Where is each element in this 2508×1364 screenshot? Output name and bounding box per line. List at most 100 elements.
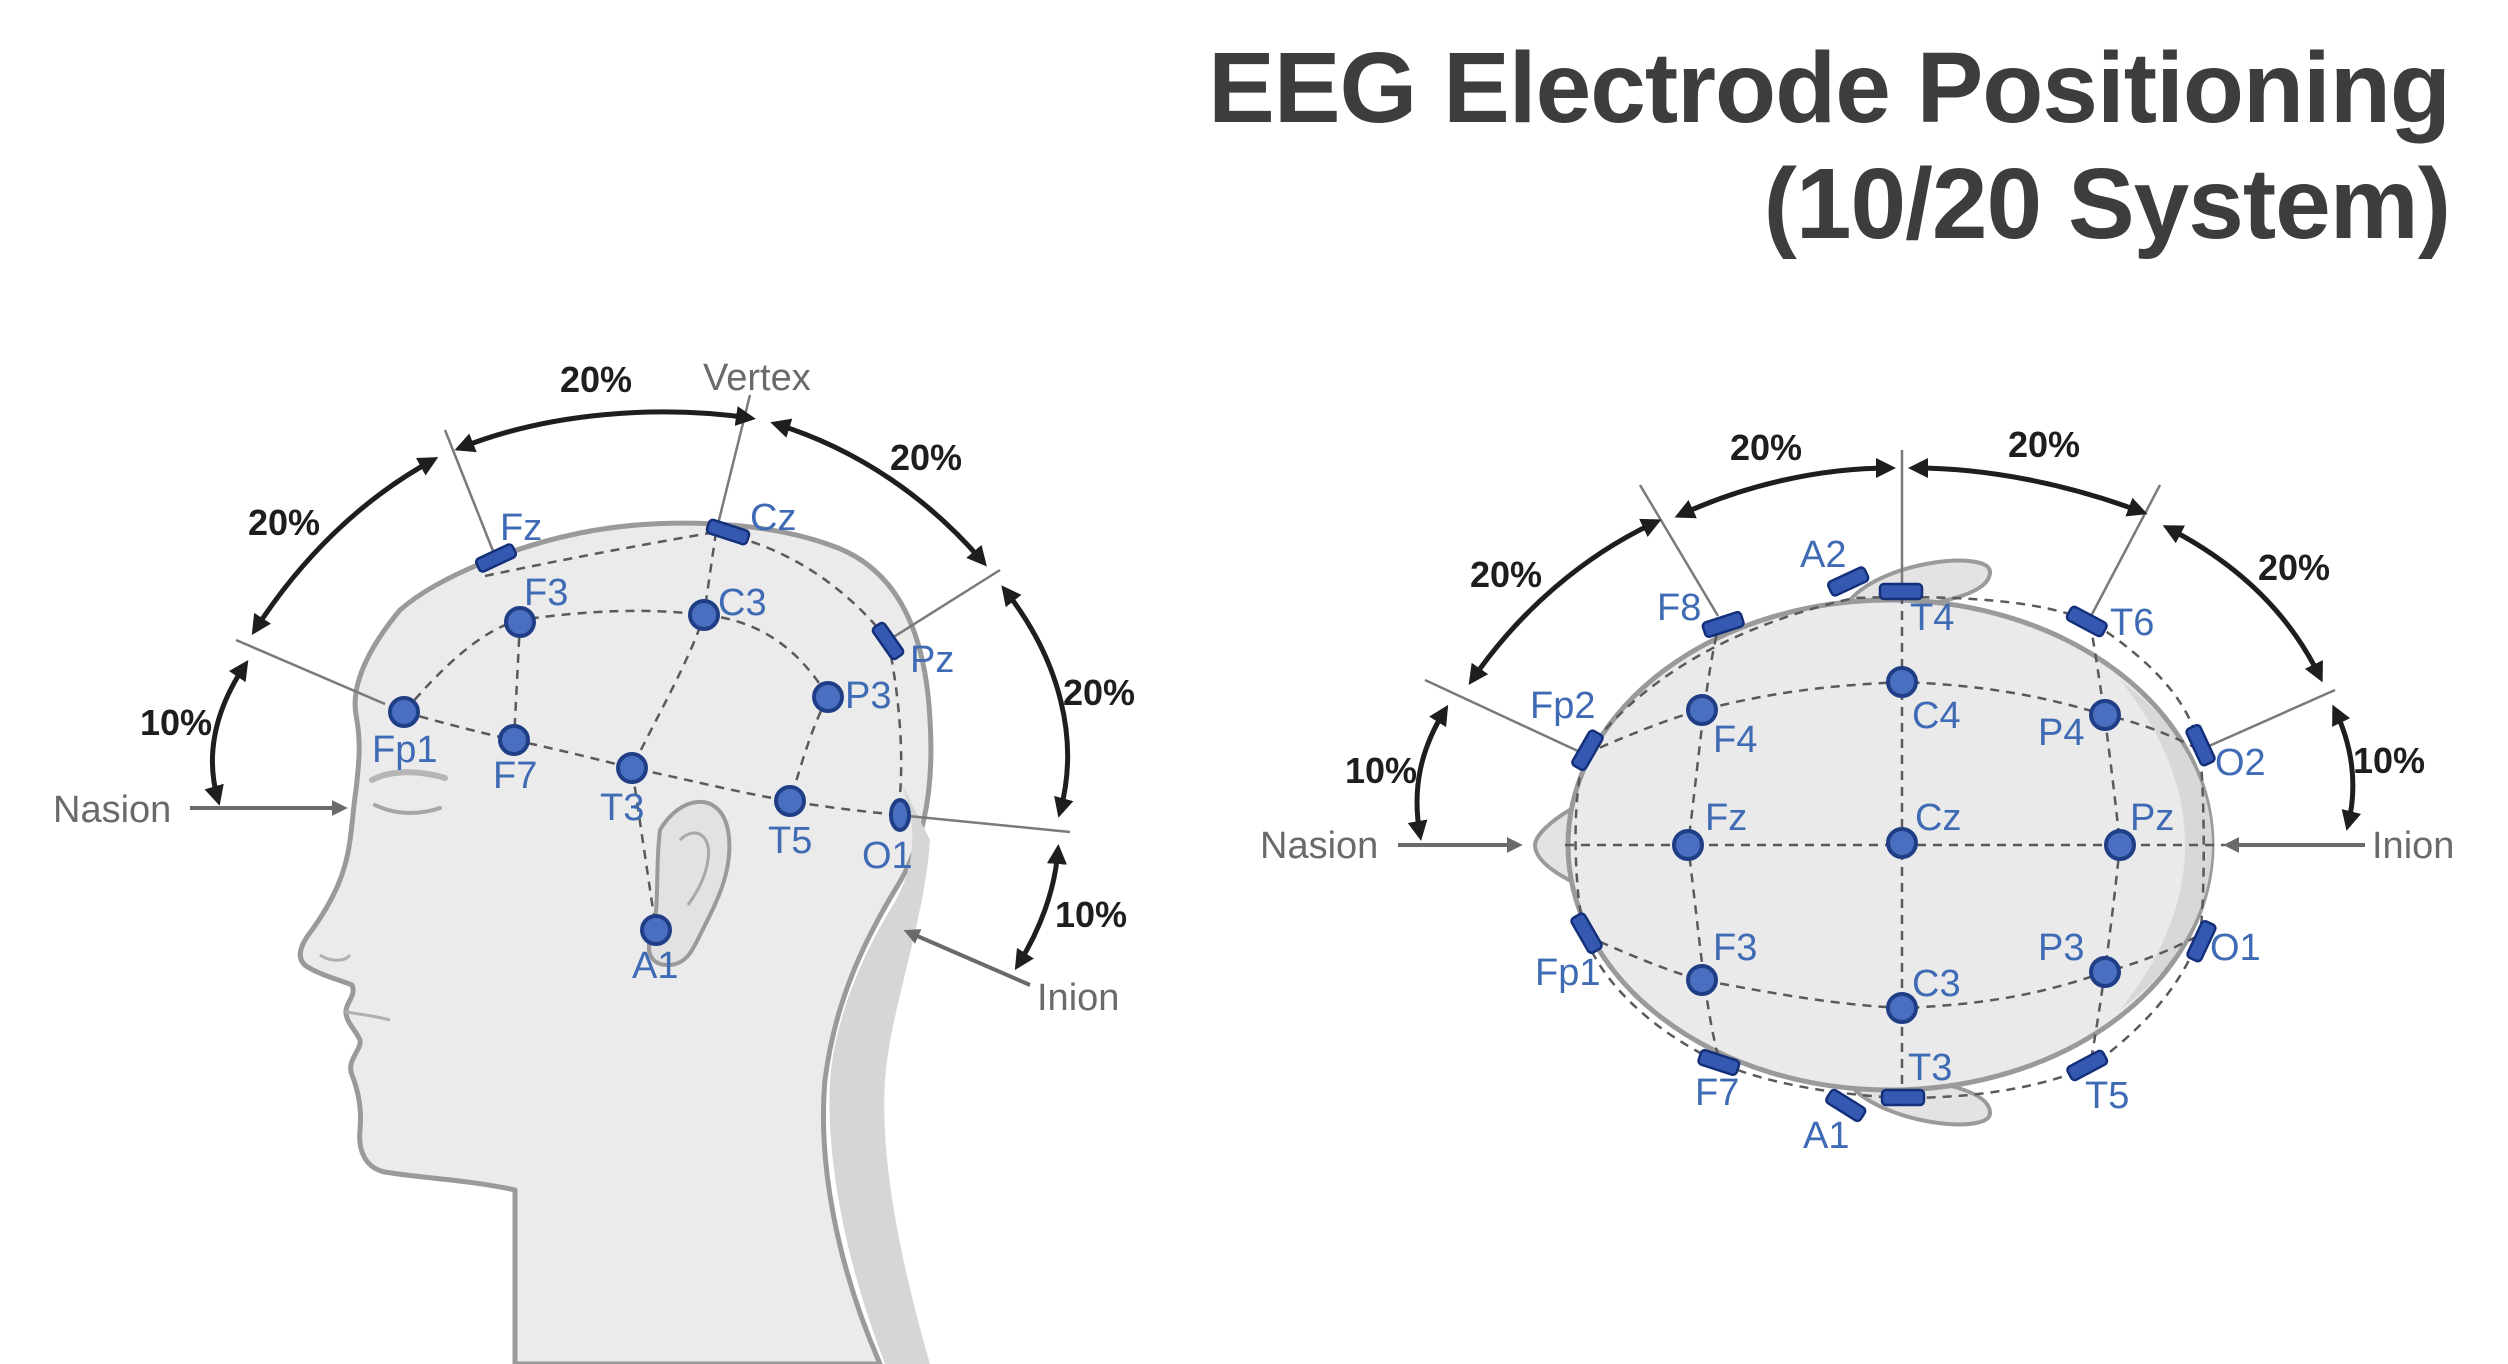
top-label-p3: P3 [2038, 927, 2084, 969]
eyebrow [369, 769, 448, 783]
side-arc-10-inion [1014, 844, 1067, 971]
top-electrode-cz [1886, 827, 1918, 859]
top-label-f8: F8 [1657, 587, 1701, 629]
top-pct-20-top-back: 20% [2008, 424, 2080, 465]
side-arc-20-frontal [251, 457, 439, 636]
top-electrode-p4 [2089, 699, 2121, 731]
top-ref-line-f8 [1638, 484, 1720, 617]
side-label-fp1: Fp1 [372, 729, 437, 771]
top-electrode-t3 [1880, 1088, 1926, 1107]
top-electrode-f7 [1697, 1048, 1741, 1076]
side-dashed-line-frontal [512, 621, 522, 741]
top-pct-10-front: 10% [1345, 750, 1417, 791]
top-electrode-p3 [2089, 956, 2121, 988]
side-pct-10-inion: 10% [1055, 894, 1127, 935]
top-electrode-f8 [1701, 610, 1745, 638]
top-electrode-pz [2104, 829, 2136, 861]
top-pct-20-front: 20% [1470, 554, 1542, 595]
side-label-nasion: Nasion [53, 789, 171, 831]
side-electrode-cz [705, 518, 751, 546]
side-electrode-c3 [688, 599, 720, 631]
side-nape-shadow [829, 780, 930, 1364]
side-pct-20-top-back: 20% [890, 437, 962, 478]
side-electrode-a1 [640, 914, 672, 946]
side-label-pz: Pz [910, 639, 954, 681]
top-pct-20-back: 20% [2258, 547, 2330, 588]
top-electrode-fp2 [1571, 729, 1604, 772]
top-label-cz: Cz [1915, 797, 1961, 839]
top-label-t5: T5 [2085, 1075, 2129, 1117]
side-label-f3: F3 [524, 572, 568, 614]
top-ref-line-back [2199, 688, 2336, 752]
side-label-cz: Cz [750, 497, 796, 539]
side-electrode-t3 [616, 752, 648, 784]
side-arc-10-nasion [204, 660, 249, 806]
side-electrode-f7 [498, 724, 530, 756]
top-electrode-fp1 [1570, 912, 1603, 955]
top-label-fz: Fz [1705, 797, 1747, 839]
top-electrode-a1 [1825, 1088, 1867, 1123]
top-electrode-o2 [2185, 723, 2216, 767]
top-label-t6: T6 [2110, 602, 2154, 644]
top-ref-line-front [1424, 678, 1581, 754]
side-electrode-pz [871, 621, 905, 661]
side-view: 10% 20% 20% 20% 20% 10% Vertex Nasion In… [53, 357, 1135, 1364]
top-label-t3: T3 [1908, 1047, 1952, 1089]
top-label-f3: F3 [1713, 927, 1757, 969]
top-label-c3: C3 [1912, 963, 1961, 1005]
side-ear-inner [678, 831, 711, 906]
top-electrode-t5 [2066, 1049, 2109, 1082]
top-electrode-c4 [1886, 666, 1918, 698]
top-label-t4: T4 [1910, 597, 1954, 639]
top-label-a2: A2 [1800, 534, 1846, 576]
top-label-a1: A1 [1803, 1115, 1849, 1157]
top-label-inion: Inion [2372, 825, 2454, 867]
side-label-inion: Inion [1037, 977, 1119, 1019]
side-label-vertex: Vertex [703, 357, 811, 399]
top-label-p4: P4 [2038, 712, 2084, 754]
side-pct-10-nasion: 10% [140, 702, 212, 743]
side-pct-20-frontal: 20% [248, 502, 320, 543]
side-dashed-line-occipital [886, 639, 903, 816]
top-label-o2: O2 [2215, 742, 2266, 784]
title-block: EEG Electrode Positioning (10/20 System) [1208, 30, 2451, 262]
side-inion-arrow [903, 929, 1031, 987]
top-arc-10-front [1407, 704, 1449, 841]
side-arc-20-top-front [454, 406, 756, 453]
top-view: 10% 20% 20% 20% 20% 10% Nasion Inion [1260, 424, 2454, 1157]
side-head-silhouette [297, 520, 934, 1364]
top-label-fp1: Fp1 [1535, 952, 1600, 994]
side-ref-line-inion [897, 813, 1071, 834]
top-electrode-f4 [1686, 694, 1718, 726]
top-head-shadow-back [2120, 680, 2212, 1010]
top-electrode-t6 [2065, 605, 2108, 638]
side-pct-20-back: 20% [1063, 672, 1135, 713]
top-label-f7: F7 [1695, 1072, 1739, 1114]
title-line-1: EEG Electrode Positioning [1208, 32, 2451, 144]
side-dashed-line-sagittal [484, 530, 889, 641]
top-electrode-fz [1672, 829, 1704, 861]
side-ref-line-fz [443, 429, 497, 557]
top-arc-20-front [1468, 518, 1662, 685]
top-label-f4: F4 [1713, 719, 1757, 761]
top-pct-20-top-front: 20% [1730, 427, 1802, 468]
top-electrode-o1 [2186, 919, 2217, 963]
top-electrode-t4 [1878, 582, 1924, 601]
top-arc-10-back [2332, 704, 2362, 831]
top-pct-10-back: 10% [2353, 740, 2425, 781]
side-label-t3: T3 [600, 787, 644, 829]
eye-closed [373, 803, 442, 815]
top-ref-line-t6 [2088, 484, 2162, 619]
side-label-p3: P3 [845, 675, 891, 717]
mouth-line [344, 1010, 391, 1022]
top-label-nasion: Nasion [1260, 825, 1378, 867]
side-electrode-fz [474, 543, 518, 573]
top-label-fp2: Fp2 [1530, 685, 1595, 727]
side-arc-20-back [1001, 585, 1074, 818]
side-electrode-o1 [889, 798, 911, 832]
top-arc-20-top-back [1908, 458, 2148, 517]
top-electrode-a2 [1826, 566, 1870, 597]
side-label-t5: T5 [768, 820, 812, 862]
top-dashed-outer-ring [1574, 595, 2205, 1100]
